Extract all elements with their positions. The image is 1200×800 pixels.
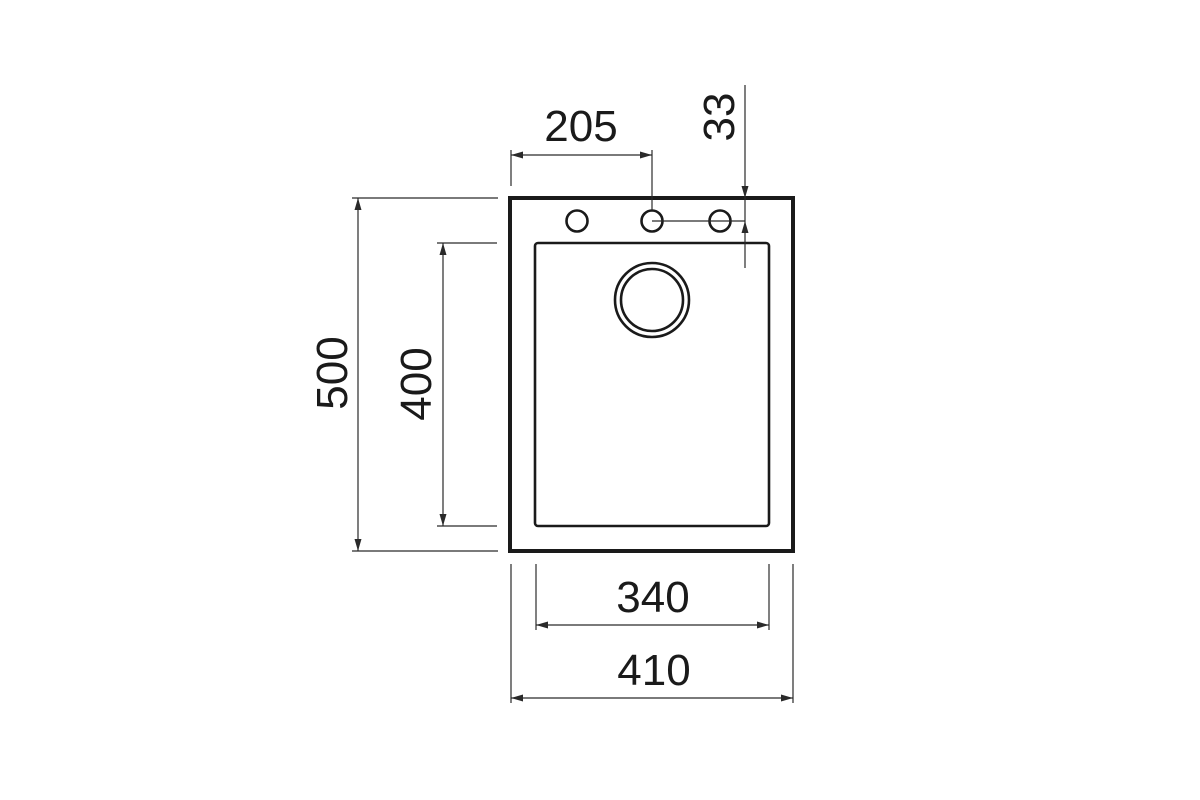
sink-body — [508, 196, 795, 553]
dimension-410-label: 410 — [617, 646, 690, 695]
dimension-400-label: 400 — [392, 347, 441, 420]
dimension-500-label: 500 — [308, 336, 357, 409]
sink-outer-rim — [508, 196, 795, 553]
dimension-33-label: 33 — [695, 93, 744, 142]
dimension-205: 205 — [510, 102, 653, 210]
drain-outer-ring — [613, 261, 691, 339]
sink-bowl — [533, 241, 771, 528]
dimension-340-label: 340 — [616, 573, 689, 622]
dimension-340: 340 — [535, 564, 770, 630]
dimension-205-label: 205 — [544, 102, 617, 151]
dimension-500: 500 — [308, 197, 498, 552]
tap-hole-left — [565, 209, 589, 233]
dimension-33: 33 — [652, 85, 749, 268]
dimension-400: 400 — [392, 242, 497, 527]
drain-inner-ring — [619, 267, 685, 333]
dimension-410: 410 — [510, 564, 794, 703]
